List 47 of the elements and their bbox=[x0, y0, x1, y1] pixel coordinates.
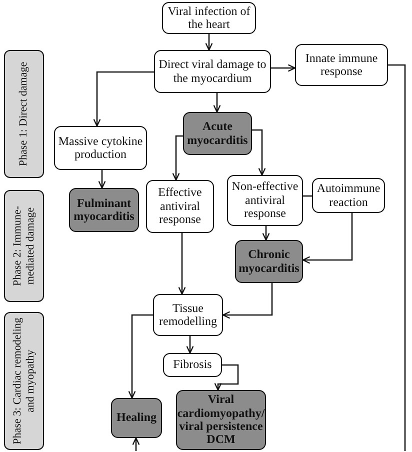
node-label: Direct viral damage to the myocardium bbox=[158, 58, 267, 85]
node-label: Tissue remodelling bbox=[158, 302, 218, 328]
arrow bbox=[93, 71, 154, 127]
node-label: Autoimmune reaction bbox=[316, 182, 381, 209]
phase-band bbox=[4, 190, 44, 302]
phase-band bbox=[4, 312, 44, 450]
process-box bbox=[146, 180, 214, 233]
arrow bbox=[128, 314, 153, 399]
arrow bbox=[222, 283, 273, 319]
node-label: Chronic myocarditis bbox=[238, 248, 300, 275]
node-label: Acute myocarditis bbox=[187, 120, 248, 147]
node-label: Viral infection of the heart bbox=[166, 4, 252, 32]
phase-label: Phase 1: Direct damage bbox=[18, 60, 30, 168]
node-label: Fulminant myocarditis bbox=[73, 196, 135, 224]
process-box bbox=[295, 44, 388, 86]
arrow bbox=[132, 437, 140, 451]
arrow bbox=[252, 129, 266, 176]
connector-line bbox=[388, 64, 406, 451]
arrow bbox=[262, 226, 270, 241]
arrow bbox=[172, 135, 183, 181]
process-box bbox=[54, 126, 147, 170]
node-label: Innate immune response bbox=[304, 52, 379, 78]
process-box bbox=[162, 2, 256, 34]
process-box bbox=[163, 353, 222, 377]
arrow bbox=[186, 336, 194, 354]
arrow bbox=[205, 34, 213, 51]
arrow bbox=[214, 364, 239, 391]
arrow bbox=[213, 93, 221, 113]
outcome-box bbox=[235, 240, 303, 283]
outcome-box bbox=[69, 188, 139, 232]
node-label: Effective antiviral response bbox=[157, 186, 203, 227]
arrow bbox=[178, 233, 186, 295]
outcome-box bbox=[183, 112, 252, 155]
arrow bbox=[302, 213, 353, 264]
process-box bbox=[154, 50, 271, 93]
arrow bbox=[98, 170, 106, 189]
node-label: Healing bbox=[116, 411, 156, 425]
phase-label: Phase 2: Immune-mediated damage bbox=[11, 204, 37, 288]
outcome-box bbox=[111, 398, 162, 438]
arrow bbox=[271, 64, 296, 72]
process-box bbox=[153, 294, 223, 336]
node-label: Massive cytokine production bbox=[58, 134, 143, 162]
node-label: Non-effective antiviral response bbox=[231, 180, 299, 221]
phase-band bbox=[4, 50, 44, 178]
phase-label: Phase 3: Cardiac remodeling and myopathy bbox=[11, 317, 37, 445]
node-label: Fibrosis bbox=[173, 358, 212, 372]
node-label: Viral cardiomyopathy/ viral persistence DCM bbox=[177, 393, 265, 447]
